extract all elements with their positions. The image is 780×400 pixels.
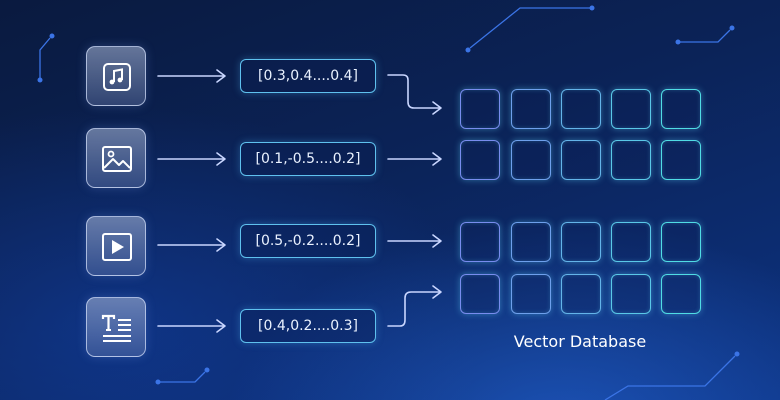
video-modality-tile: [86, 216, 146, 276]
arrow-vector3-to-db: [387, 234, 442, 248]
circuit-line-bottom-left: [160, 371, 206, 383]
vector-embedding-audio: [0.3,0.4....0.4]: [240, 59, 376, 93]
arrow-audio-to-vector: [157, 69, 226, 83]
arrow-vector4-to-db: [387, 285, 442, 327]
vector-embedding-text: [0.4,0.2....0.3]: [240, 309, 376, 343]
video-play-icon: [102, 233, 132, 261]
circuit-line-top-right-1: [469, 7, 590, 49]
database-cell: [561, 89, 601, 129]
arrow-image-to-vector: [157, 152, 226, 166]
database-cell: [611, 89, 651, 129]
database-cell: [561, 222, 601, 262]
arrow-vector1-to-db: [387, 74, 442, 115]
database-cell: [561, 274, 601, 314]
image-modality-tile: [86, 128, 146, 188]
vector-database-label: Vector Database: [513, 332, 647, 351]
circuit-line-top-left: [39, 37, 51, 78]
text-modality-tile: [86, 297, 146, 357]
database-cell: [661, 140, 701, 180]
vector-embedding-image: [0.1,-0.5....0.2]: [240, 142, 376, 176]
music-note-icon: [103, 63, 131, 91]
database-cell: [460, 222, 500, 262]
database-cell: [511, 274, 551, 314]
arrow-text-to-vector: [157, 319, 226, 333]
database-cell: [661, 89, 701, 129]
database-cell: [611, 274, 651, 314]
database-cell: [511, 222, 551, 262]
text-document-icon: [101, 314, 131, 342]
database-cell: [661, 274, 701, 314]
circuit-line-bottom-right: [604, 355, 736, 400]
database-cell: [611, 140, 651, 180]
database-cell: [511, 140, 551, 180]
arrow-video-to-vector: [157, 238, 226, 252]
database-cell: [611, 222, 651, 262]
database-cell: [460, 140, 500, 180]
audio-modality-tile: [86, 46, 146, 106]
database-cell: [460, 89, 500, 129]
database-cell: [661, 222, 701, 262]
arrow-vector2-to-db: [387, 152, 442, 166]
database-cell: [561, 140, 601, 180]
database-cell: [511, 89, 551, 129]
circuit-line-top-right-2: [680, 29, 731, 43]
vector-embedding-video: [0.5,-0.2....0.2]: [240, 224, 376, 258]
image-icon: [102, 146, 132, 172]
database-cell: [460, 274, 500, 314]
